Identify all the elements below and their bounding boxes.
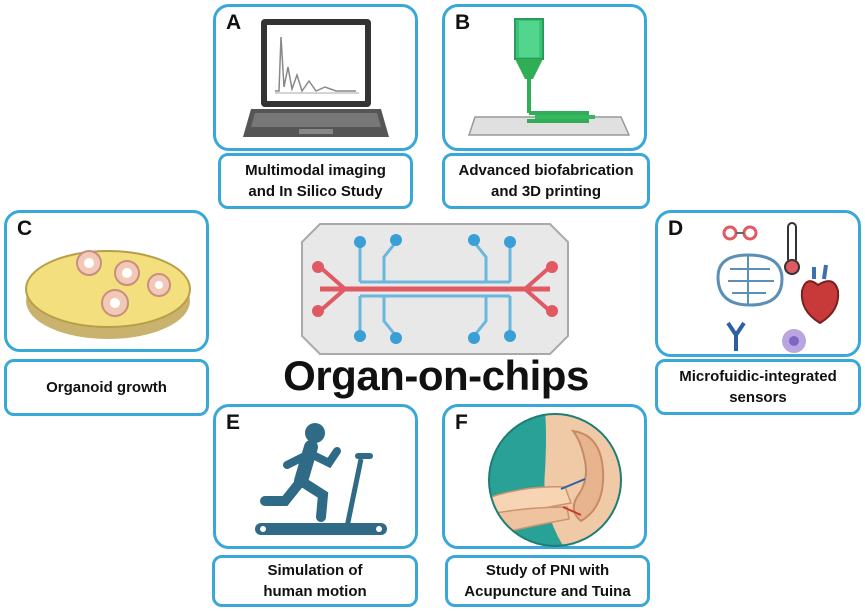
panel-letter: B bbox=[455, 11, 471, 34]
main-title: Organ-on-chips bbox=[283, 352, 589, 399]
laptop-plot-icon bbox=[243, 19, 389, 137]
panel-letter: D bbox=[668, 217, 684, 240]
panel-b: B bbox=[442, 4, 647, 151]
caption-c: Organoid growth bbox=[4, 359, 209, 416]
panel-d: D bbox=[655, 210, 861, 357]
caption-e: Simulation of human motion bbox=[212, 555, 418, 607]
ear-acupuncture-icon bbox=[488, 413, 622, 547]
panel-a: A bbox=[213, 4, 418, 151]
panel-letter: C bbox=[17, 217, 33, 240]
treadmill-runner-icon bbox=[255, 423, 387, 535]
sensor-collage-icon bbox=[716, 222, 840, 353]
bioprinter-nozzle-icon bbox=[467, 18, 631, 136]
caption-d: Microfuidic-integrated sensors bbox=[655, 359, 861, 415]
panel-c: C bbox=[4, 210, 209, 352]
panel-letter: A bbox=[226, 11, 242, 34]
panel-letter: F bbox=[455, 411, 468, 434]
petri-dish-organoid-icon bbox=[25, 250, 191, 339]
caption-a: Multimodal imaging and In Silico Study bbox=[218, 153, 413, 209]
organ-on-chip-icon bbox=[301, 223, 569, 355]
caption-f: Study of PNI with Acupuncture and Tuina bbox=[445, 555, 650, 607]
panel-e: E bbox=[213, 404, 418, 549]
panel-f: F bbox=[442, 404, 647, 549]
panel-letter: E bbox=[226, 411, 241, 434]
caption-b: Advanced biofabrication and 3D printing bbox=[442, 153, 650, 209]
